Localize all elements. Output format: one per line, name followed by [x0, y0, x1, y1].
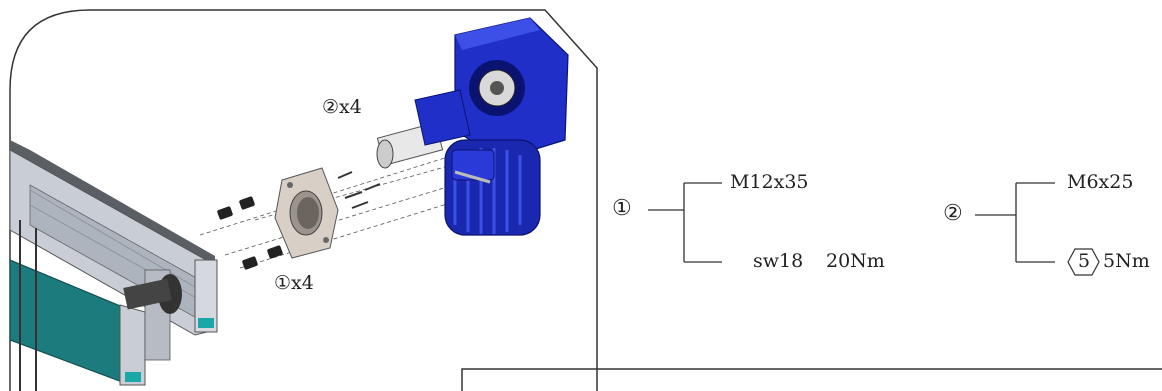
- legend-item2-spec: M6x25: [1067, 171, 1134, 193]
- callout-item1-qty: ①x4: [274, 272, 314, 294]
- legend-item1-marker: ①: [612, 196, 632, 221]
- legend-item2-torque: 5Nm: [1103, 250, 1150, 272]
- legend-item1-tool: sw18: [753, 250, 804, 272]
- legend-item1-bracket: [648, 182, 722, 263]
- legend-item2-bracket: [975, 182, 1055, 263]
- callout-item2-qty: ②x4: [322, 96, 362, 118]
- gear-motor-icon: [414, 17, 569, 236]
- diagram-frame: [9, 9, 598, 391]
- hex-key-icon: [1067, 248, 1100, 276]
- bolt-item1-group: [217, 196, 283, 270]
- note-box: [461, 368, 1162, 391]
- conveyor-frame-icon: [9, 140, 218, 391]
- adapter-flange-icon: [274, 167, 339, 259]
- legend-item2-tool-size: 5: [1078, 250, 1091, 272]
- legend-item2-marker: ②: [943, 201, 963, 226]
- screw-item2-group: [337, 171, 381, 209]
- legend-item1-torque: 20Nm: [826, 250, 885, 272]
- legend-item1-spec: M12x35: [730, 171, 809, 193]
